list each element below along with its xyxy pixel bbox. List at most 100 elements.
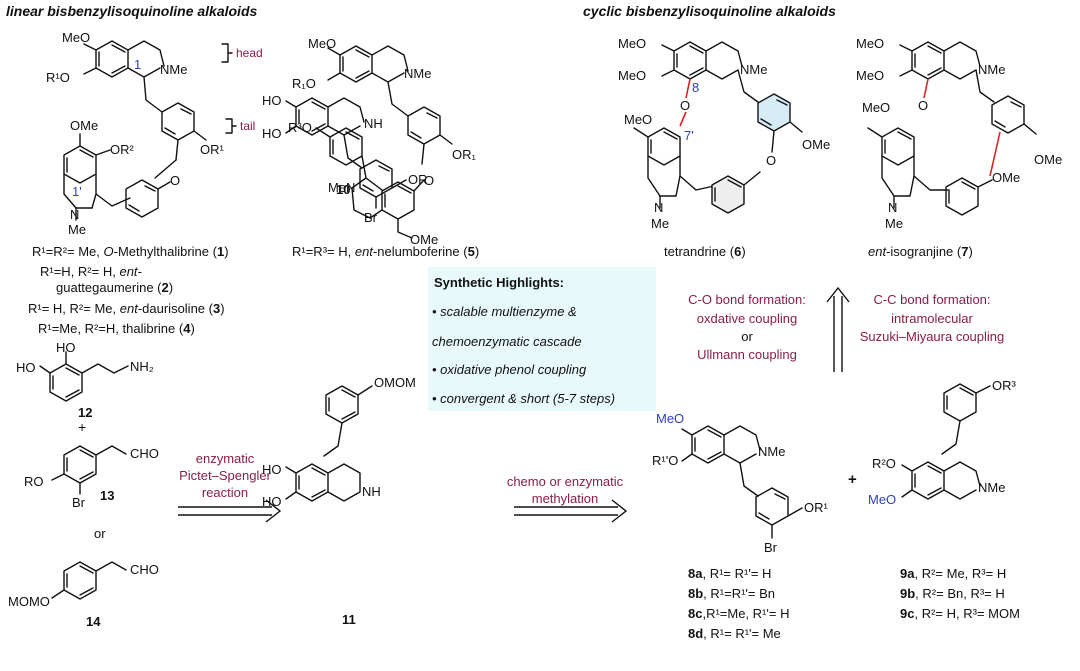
highlight-item: chemoenzymatic cascade (432, 334, 582, 349)
compound-number: 11 (342, 612, 356, 627)
benzene-ring (63, 561, 97, 600)
atom-label: HO (262, 126, 282, 141)
atom-label: O (918, 98, 929, 113)
atom-label: NH (364, 116, 383, 131)
caption-compound-1: R¹=R²= Me, O-Methylthalibrine (1) (32, 244, 229, 259)
title-cyclic: cyclic bisbenzylisoquinoline alkaloids (583, 3, 836, 19)
compound-number: 13 (100, 488, 115, 503)
atom-label: RO (24, 474, 44, 489)
benzene-ring (63, 445, 97, 484)
atom-label: HO (16, 360, 36, 375)
atom-label: Me (68, 222, 87, 237)
benzene-ring (407, 106, 441, 145)
head-label: head (236, 46, 263, 60)
position-label: 8 (692, 80, 700, 95)
caption-compound-2b: guattegaumerine (2) (56, 280, 174, 295)
benzene-ring (711, 175, 745, 214)
tail-label: tail (240, 119, 256, 133)
atom-label: O (766, 153, 777, 168)
series-8c: 8c,R¹=Me, R¹'= H (688, 606, 790, 621)
atom-label: NMe (160, 62, 188, 77)
co-bond-method: oxdative coupling (696, 311, 798, 326)
atom-label: N (888, 200, 898, 215)
benzene-ring (691, 425, 725, 464)
series-9a: 9a, R²= Me, R³= H (900, 566, 1007, 581)
arrow-label: Pictet–Spengler (179, 468, 271, 483)
co-bond-label: C-O bond formation: (688, 292, 806, 307)
or-label: or (94, 526, 106, 541)
series-8d: 8d, R¹= R¹'= Me (688, 626, 781, 641)
benzene-ring (911, 41, 945, 80)
highlight-item: • oxidative phenol coupling (432, 362, 587, 377)
benzene-ring (325, 385, 359, 424)
series-9c: 9c, R²= H, R³= MOM (900, 606, 1020, 621)
atom-label: NMe (758, 444, 786, 459)
cc-bond-method: Suzuki–Miyaura coupling (859, 329, 1005, 344)
atom-label: OR (408, 172, 428, 187)
atom-label: MeO (618, 68, 647, 83)
atom-label: R¹O (46, 70, 70, 85)
caption-compound-7: ent-isogranjine (7) (868, 244, 973, 259)
atom-label: OMe (1034, 152, 1063, 167)
highlight-item: • scalable multienzyme & (432, 304, 577, 319)
series-9b: 9b, R²= Bn, R³= H (900, 586, 1005, 601)
benzene-ring (755, 487, 789, 526)
series-8a: 8a, R¹= R¹'= H (688, 566, 772, 581)
highlights-box (428, 267, 656, 411)
benzene-ring (161, 102, 195, 141)
highlights-title: Synthetic Highlights: (434, 275, 564, 290)
caption-compound-3: R¹= H, R²= Me, ent-daurisoline (3) (28, 301, 225, 316)
title-linear: linear bisbenzylisoquinoline alkaloids (6, 3, 258, 19)
benzene-ring (295, 463, 329, 502)
co-bond-method: Ullmann coupling (697, 347, 797, 362)
plus-sign: + (848, 471, 857, 488)
atom-label: MeO (656, 411, 685, 426)
atom-label: NH (362, 484, 381, 499)
benzene-ring (381, 181, 415, 220)
atom-label: N (654, 200, 664, 215)
atom-label: OR₁ (452, 147, 476, 162)
atom-label: Br (364, 210, 377, 225)
position-label: 1' (72, 184, 82, 199)
atom-label: MeO (62, 30, 91, 45)
atom-label: OMe (410, 232, 439, 247)
compound-number: 14 (86, 614, 101, 629)
benzene-ring (943, 383, 977, 422)
atom-label: MeO (862, 100, 891, 115)
benzene-ring (673, 41, 707, 80)
atom-label: O (170, 173, 181, 188)
atom-label: NMe (978, 480, 1006, 495)
benzene-ring (339, 45, 373, 83)
atom-label: MOMO (8, 594, 50, 609)
benzene-ring (881, 127, 915, 166)
atom-label: OR³ (992, 378, 1016, 393)
co-bond-or: or (741, 329, 753, 344)
atom-label: MeO (624, 112, 653, 127)
highlight-item: • convergent & short (5-7 steps) (432, 391, 616, 406)
caption-compound-4: R¹=Me, R²=H, thalibrine (4) (38, 321, 195, 336)
atom-label: NMe (978, 62, 1006, 77)
caption-compound-5: R¹=R³= H, ent-nelumboferine (5) (292, 244, 480, 259)
arrow-label: methylation (531, 491, 599, 506)
benzene-ring (95, 40, 129, 78)
atom-label: MeO (308, 36, 337, 51)
arrow-label: reaction (201, 485, 249, 500)
atom-label: Br (72, 495, 85, 510)
benzene-ring (49, 363, 83, 402)
atom-label: OR¹ (200, 142, 224, 157)
atom-label: MeO (856, 36, 885, 51)
atom-label: OMe (802, 137, 831, 152)
atom-label: OMe (992, 170, 1021, 185)
benzene-ring (945, 177, 979, 216)
atom-label: OMe (70, 118, 99, 133)
atom-label: NMe (740, 62, 768, 77)
atom-label: Br (764, 540, 777, 555)
atom-label: R³O (288, 120, 312, 135)
atom-label: MeO (618, 36, 647, 51)
atom-label: MeO (856, 68, 885, 83)
benzene-ring (63, 145, 97, 184)
atom-label: O (680, 98, 691, 113)
position-label: 7' (684, 128, 694, 143)
